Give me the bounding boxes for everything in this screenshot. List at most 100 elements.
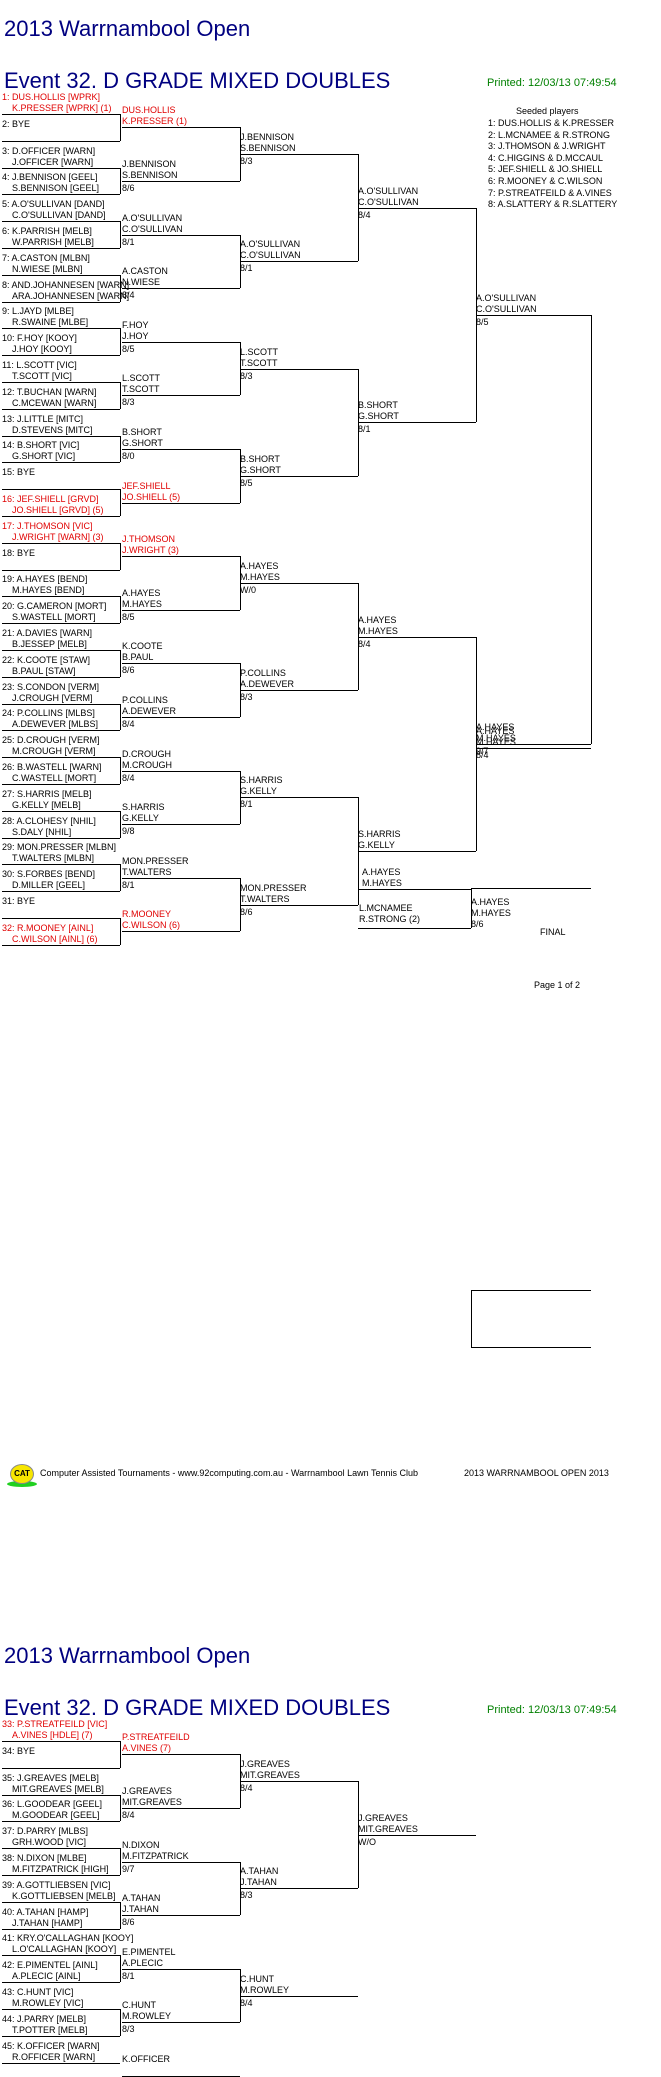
match-score: 8/4 [122, 290, 135, 301]
entry-player-b: M.HAYES [BEND] [12, 585, 85, 596]
entry-player-a: 2: BYE [2, 118, 31, 129]
match-winner-a: L.SCOTT [122, 373, 161, 384]
bracket-line [2, 2009, 120, 2010]
entry-player-b: T.WALTERS [MLBN] [12, 853, 95, 864]
match-winner-a: A.TAHAN [122, 1893, 161, 1904]
match-winner-b: A.PLECIC [122, 1957, 164, 1968]
entry-player-a: 26: B.WASTELL [WARN] [2, 762, 102, 772]
entry-player-b: J.WRIGHT [WARN] (3) [12, 531, 104, 542]
seeded-header: Seeded players [516, 106, 579, 116]
match-winner-b: M.HAYES [358, 625, 398, 636]
bracket-line [476, 315, 591, 316]
page-title: 2013 Warrnambool Open [4, 16, 251, 41]
match-score: 8/4 [122, 719, 135, 729]
match-score: 8/5 [122, 611, 135, 622]
match-score: 9/8 [122, 826, 135, 837]
bracket-line [122, 1808, 240, 1809]
entry-player-a: 38: N.DIXON [MLBE] [2, 1853, 87, 1863]
bracket-line [120, 167, 121, 195]
match-winner-b: A.DEWEVER [240, 679, 295, 690]
match-winner-a: D.CROUGH [122, 748, 171, 759]
bracket-line [2, 1821, 120, 1823]
match-winner-a: DUS.HOLLIS [122, 105, 176, 116]
bracket-line [2, 167, 120, 169]
entry-player-a: 31: BYE [2, 896, 36, 906]
entry-player-a: 7: A.CASTON [MLBN] [2, 252, 90, 263]
semi-bottom-b: M.HAYES [362, 878, 402, 888]
bracket-line [240, 368, 358, 370]
final-line [471, 888, 591, 889]
match-winner-a: C.HUNT [240, 1973, 274, 1984]
bracket-line [358, 154, 359, 262]
bracket-line [122, 877, 240, 879]
footer-text: Computer Assisted Tournaments - www.92co… [40, 1468, 419, 1478]
bracket-line [120, 1848, 121, 1875]
bracket-line [2, 864, 120, 866]
cat-logo-base [7, 1481, 37, 1487]
match-winner-b: T.SCOTT [240, 357, 278, 368]
entry-player-a: 39: A.GOTTLIEBSEN [VIC] [2, 1879, 111, 1890]
seed-item: 2: L.MCNAMEE & R.STRONG [488, 129, 611, 140]
bracket-line [2, 2035, 120, 2037]
match-winner-b: C.O'SULLIVAN [358, 196, 419, 207]
bracket-line [240, 1781, 358, 1783]
entry-player-b: A.DEWEVER [MLBS] [12, 719, 99, 730]
match-score: 8/1 [240, 799, 253, 810]
bracket-line [122, 234, 240, 236]
bracket-line [2, 784, 120, 785]
bracket-line [122, 609, 240, 611]
match-winner-b: M.HAYES [122, 598, 162, 609]
match-score: 8/4 [358, 638, 371, 649]
bracket-line [122, 663, 240, 665]
bracket-line [2, 489, 120, 491]
match-winner-a: P.STREATFEILD [122, 1732, 190, 1743]
entry-player-a: 20: G.CAMERON [MORT] [2, 601, 107, 612]
match-winner-a: J.GREAVES [122, 1786, 172, 1796]
entry-player-b: R.SWAINE [MLBE] [12, 317, 89, 328]
entry-player-b: N.WIESE [MLBN] [12, 263, 83, 274]
entry-player-a: 30: S.FORBES [BEND] [2, 869, 96, 880]
bracket-line [2, 757, 120, 759]
match-winner-b: G.KELLY [358, 840, 395, 850]
entry-player-a: 40: A.TAHAN [HAMP] [2, 1906, 89, 1917]
entry-player-a: 42: E.PIMENTEL [AINL] [2, 1960, 98, 1971]
entry-player-b: C.O'SULLIVAN [DAND] [12, 210, 106, 221]
bracket-line [122, 1754, 240, 1756]
match-score: 8/1 [122, 879, 135, 890]
entry-player-a: 34: BYE [2, 1745, 36, 1756]
bracket-line [2, 1928, 120, 1930]
entry-player-a: 5: A.O'SULLIVAN [DAND] [2, 199, 105, 210]
match-winner-b: N.WIESE [122, 277, 161, 288]
bracket-line [120, 864, 121, 892]
entry-player-a: 16: JEF.SHIELL [GRVD] [2, 494, 99, 504]
bracket-line [120, 328, 121, 356]
bracket-line [122, 181, 240, 182]
seed-item: 7: P.STREATFEILD & A.VINES [488, 187, 612, 198]
bracket-line [2, 730, 120, 732]
bracket-line [2, 382, 120, 383]
bracket-line [2, 1955, 120, 1957]
match-score: 8/3 [122, 2024, 135, 2035]
match-winner-a: P.COLLINS [240, 668, 286, 679]
bracket-line [2, 328, 120, 330]
bracket-line [2, 1767, 120, 1769]
match-winner-b: M.HAYES [240, 572, 280, 582]
match-winner-b: M.ROWLEY [122, 2011, 172, 2022]
entry-player-b: G.SHORT [VIC] [12, 451, 76, 462]
seed-item: 4: C.HIGGINS & D.MCCAUL [488, 152, 604, 163]
match-winner-b: J.TAHAN [122, 1904, 159, 1915]
entry-player-b: B.JESSEP [MELB] [12, 639, 87, 649]
match-winner-a: J.GREAVES [358, 1812, 408, 1823]
match-score: 8/6 [240, 906, 253, 917]
entry-player-b: L.O'CALLAGHAN [KOOY] [12, 1944, 117, 1955]
match-winner-a: A.O'SULLIVAN [240, 239, 301, 250]
bracket-line [2, 703, 120, 705]
entry-player-b: T.POTTER [MELB] [12, 2024, 88, 2035]
entry-player-b: S.WASTELL [MORT] [12, 612, 96, 623]
entry-player-b: M.ROWLEY [VIC] [12, 1998, 84, 2008]
match-winner-a: A.O'SULLIVAN [476, 293, 537, 303]
bracket-line [2, 248, 120, 249]
bracket-line [240, 261, 358, 263]
entry-player-b: B.PAUL [STAW] [12, 665, 76, 676]
bracket-line [2, 1901, 120, 1903]
